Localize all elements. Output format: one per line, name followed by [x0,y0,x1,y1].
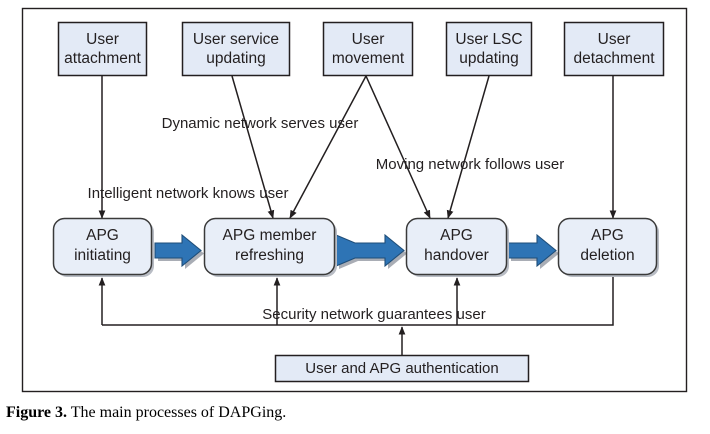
process-box-line2: handover [424,247,489,264]
event-box-user-lsc-updating[interactable]: User LSC updating [445,21,533,77]
event-box-line2: movement [332,50,405,67]
process-box-line1: APG [86,227,119,244]
figure-caption-text: The main processes of DAPGing. [67,404,287,421]
annotation-dynamic-network: Dynamic network serves user [162,115,359,132]
connector-lines [98,75,617,355]
process-box-line2: refreshing [235,247,304,264]
annotation-moving-network: Moving network follows user [376,156,564,173]
process-box-apg-initiating[interactable]: APG initiating [52,217,155,278]
process-box-apg-handover[interactable]: APG handover [405,217,510,278]
event-box-line2: detachment [574,50,656,67]
event-box-line1: User [352,31,385,48]
auth-box-user-and-apg-authentication[interactable]: User and APG authentication [274,354,530,383]
connector-movement-to-refreshing [289,75,367,219]
event-box-user-detachment[interactable]: User detachment [563,21,665,77]
feedback-bus-line [102,277,614,326]
blue-arrow-handover-to-deletion [507,233,559,269]
event-box-line2: updating [459,50,518,67]
process-box-line1: APG member [223,227,317,244]
figure-caption-label: Figure 3. [6,404,68,421]
blue-arrow-refreshing-handover-bidirectional [335,233,407,269]
annotation-security-network: Security network guarantees user [262,306,485,323]
event-box-user-attachment[interactable]: User attachment [57,21,148,77]
blue-arrow-initiating-to-refreshing [154,233,204,269]
figure-border [21,7,688,393]
event-box-line1: User LSC [455,31,522,48]
process-box-apg-deletion[interactable]: APG deletion [557,217,660,278]
process-box-line2: deletion [580,247,634,264]
event-box-user-movement[interactable]: User movement [322,21,414,77]
process-box-apg-member-refreshing[interactable]: APG member refreshing [203,217,338,278]
process-box-line2: initiating [74,247,131,264]
annotation-intelligent-network: Intelligent network knows user [88,185,289,202]
event-box-line2: updating [206,50,265,67]
connector-service-to-refreshing [231,75,275,219]
auth-box-label: User and APG authentication [305,360,498,377]
connector-movement-to-handover [365,75,431,219]
event-box-line1: User service [193,31,279,48]
process-box-line1: APG [440,227,473,244]
process-box-line1: APG [591,227,624,244]
figure-caption: Figure 3. The main processes of DAPGing. [6,404,706,422]
connector-lsc-to-handover [446,75,490,219]
event-box-user-service-updating[interactable]: User service updating [181,21,291,77]
event-box-line1: User [598,31,631,48]
event-box-line2: attachment [64,50,141,67]
event-box-line1: User [86,31,119,48]
